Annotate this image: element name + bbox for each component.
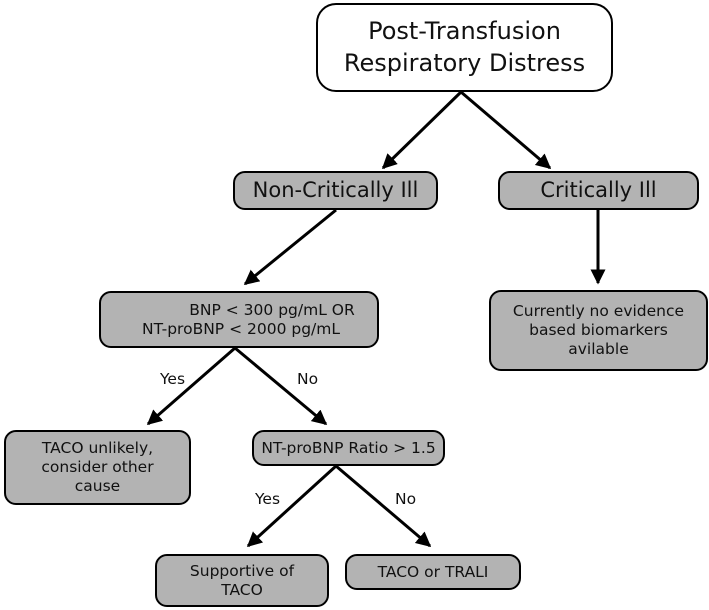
root-node: Post-Transfusion Respiratory Distress (316, 3, 613, 92)
taco-unlikely-line-3: cause (74, 476, 121, 495)
supportive-of-taco-line-1: Supportive of (189, 561, 295, 580)
root-node-line-2: Respiratory Distress (343, 48, 586, 77)
taco-or-trali-node: TACO or TRALI (345, 554, 521, 590)
ntprobnp-ratio-label: NT-proBNP Ratio > 1.5 (261, 438, 436, 457)
non-critically-ill-label: Non-Critically Ill (252, 177, 419, 202)
taco-unlikely-line-2: consider other (41, 458, 154, 477)
taco-unlikely-node: TACO unlikely, consider other cause (4, 430, 191, 505)
arrow-bnp-to-ratio (234, 346, 328, 426)
no-biomarkers-line-3: avilable (568, 339, 629, 358)
critically-ill-node: Critically Ill (498, 171, 699, 210)
root-node-line-1: Post-Transfusion (368, 17, 561, 46)
arrow-non-critical-to-bnp (243, 208, 337, 286)
no-biomarkers-line-1: Currently no evidence (512, 302, 685, 321)
non-critically-ill-node: Non-Critically Ill (233, 171, 438, 210)
critically-ill-label: Critically Ill (540, 177, 657, 202)
bnp-threshold-node: BNP < 300 pg/mL OR NT-proBNP < 2000 pg/m… (99, 291, 379, 348)
bnp-no-label: No (297, 370, 319, 388)
no-biomarkers-line-2: based biomarkers (529, 321, 668, 340)
arrow-bnp-to-taco-unlikely (146, 346, 236, 426)
ratio-yes-label: Yes (255, 490, 281, 508)
bnp-threshold-line-1: BNP < 300 pg/mL OR (189, 300, 355, 319)
arrow-ratio-to-taco-or-trali (335, 464, 432, 548)
supportive-of-taco-line-2: TACO (221, 580, 263, 599)
taco-or-trali-label: TACO or TRALI (377, 562, 489, 581)
taco-unlikely-line-1: TACO unlikely, (41, 439, 154, 458)
ntprobnp-ratio-node: NT-proBNP Ratio > 1.5 (252, 430, 445, 466)
no-biomarkers-node: Currently no evidence based biomarkers a… (489, 290, 708, 371)
supportive-of-taco-node: Supportive of TACO (155, 554, 329, 607)
arrow-root-to-non-critical (381, 90, 463, 170)
arrow-root-to-critical (460, 90, 552, 170)
ratio-no-label: No (395, 490, 417, 508)
bnp-threshold-line-2: NT-proBNP < 2000 pg/mL (141, 319, 340, 338)
arrow-ratio-to-supportive (246, 464, 338, 548)
bnp-yes-label: Yes (160, 370, 186, 388)
